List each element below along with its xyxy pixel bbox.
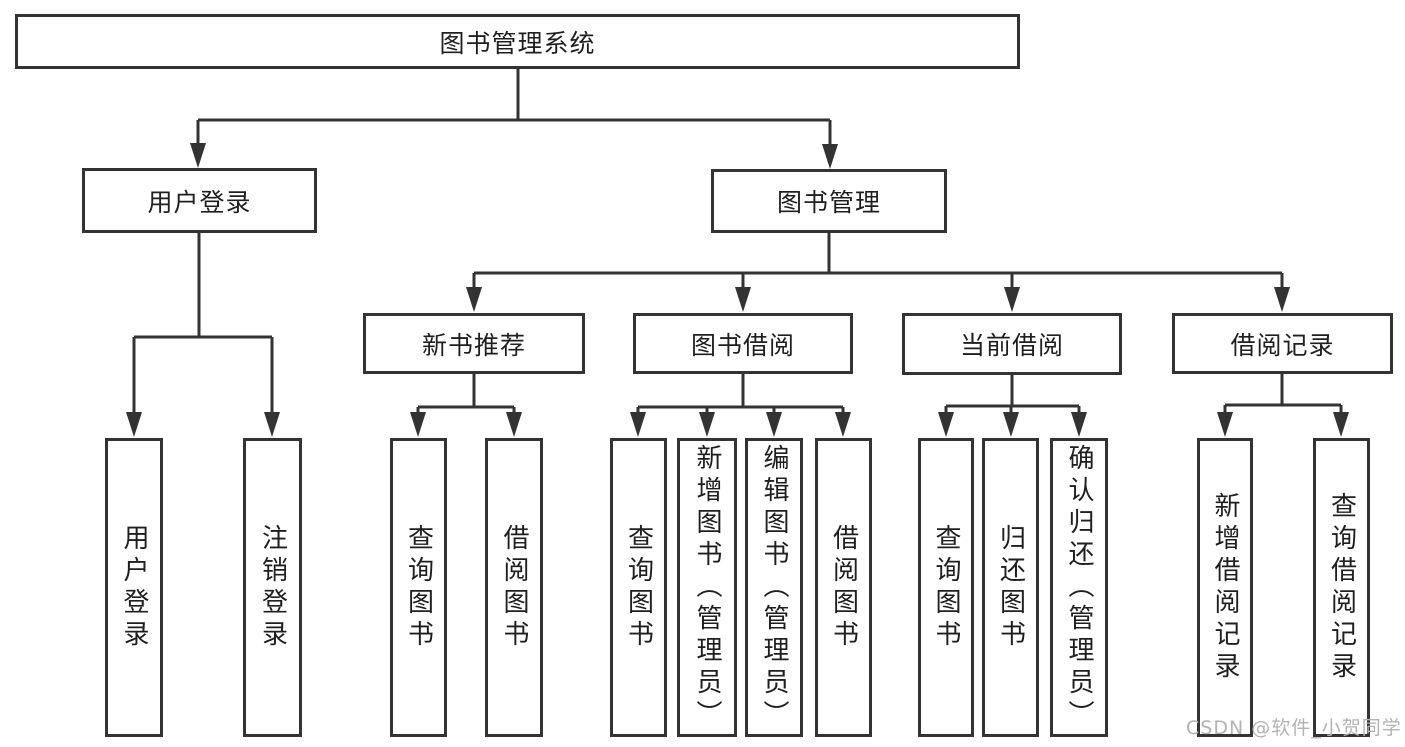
leaf-logout: 注销登录 (243, 438, 302, 737)
leaf-query-books-3-label: 查询图书 (931, 523, 961, 652)
node-borrowing-records: 借阅记录 (1172, 313, 1393, 374)
node-book-management: 图书管理 (711, 169, 947, 233)
leaf-query-borrow-record-label: 查询借阅记录 (1326, 491, 1357, 684)
node-user-login-label: 用户登录 (147, 187, 252, 217)
leaf-confirm-return-admin: 确认归还（管理员） (1050, 438, 1108, 737)
leaf-user-login-label: 用户登录 (119, 523, 149, 652)
node-book-borrowing: 图书借阅 (633, 313, 853, 374)
leaf-add-borrow-record-label: 新增借阅记录 (1210, 491, 1240, 684)
leaf-user-login: 用户登录 (105, 438, 163, 737)
leaf-query-books-3: 查询图书 (918, 438, 974, 737)
leaf-edit-book-admin-label: 编辑图书（管理员） (759, 443, 789, 732)
leaf-return-book-label: 归还图书 (995, 523, 1026, 652)
node-new-book-recommend-label: 新书推荐 (421, 330, 526, 360)
leaf-borrow-books-1: 借阅图书 (485, 438, 543, 737)
csdn-watermark: CSDN @软件_小贺同学 (1186, 717, 1402, 739)
leaf-query-books-1-label: 查询图书 (403, 523, 434, 652)
node-root: 图书管理系统 (15, 14, 1020, 69)
node-borrowing-records-label: 借阅记录 (1230, 330, 1335, 360)
leaf-query-books-2: 查询图书 (610, 438, 667, 737)
leaf-logout-label: 注销登录 (257, 523, 288, 652)
leaf-query-books-2-label: 查询图书 (623, 523, 654, 652)
leaf-return-book: 归还图书 (982, 438, 1039, 737)
node-new-book-recommend: 新书推荐 (363, 313, 585, 374)
leaf-query-borrow-record: 查询借阅记录 (1313, 438, 1370, 737)
leaf-query-books-1: 查询图书 (390, 438, 447, 737)
leaf-borrow-books-2-label: 借阅图书 (828, 523, 859, 652)
node-current-borrowing-label: 当前借阅 (959, 331, 1064, 360)
leaf-borrow-books-2: 借阅图书 (815, 438, 872, 737)
node-root-label: 图书管理系统 (439, 28, 596, 58)
leaf-edit-book-admin: 编辑图书（管理员） (745, 438, 803, 737)
node-book-management-label: 图书管理 (776, 188, 881, 217)
leaf-add-borrow-record: 新增借阅记录 (1197, 438, 1253, 737)
node-current-borrowing: 当前借阅 (902, 313, 1122, 375)
leaf-confirm-return-admin-label: 确认归还（管理员） (1064, 443, 1094, 732)
node-user-login: 用户登录 (82, 168, 317, 233)
leaf-add-book-admin: 新增图书（管理员） (677, 438, 737, 737)
node-book-borrowing-label: 图书借阅 (690, 330, 795, 360)
leaf-add-book-admin-label: 新增图书（管理员） (692, 443, 722, 732)
leaf-borrow-books-1-label: 借阅图书 (499, 523, 529, 652)
